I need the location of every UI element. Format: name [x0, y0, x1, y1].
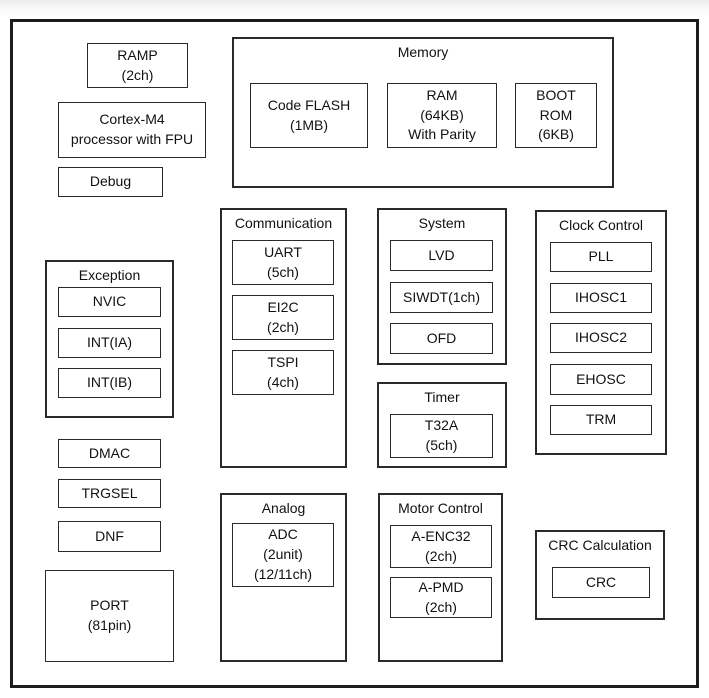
group-system-title: System	[418, 215, 466, 231]
block-ihosc1: IHOSC1	[550, 283, 652, 313]
block-siwdt: SIWDT(1ch)	[390, 282, 493, 313]
block-crc: CRC	[552, 567, 650, 598]
block-port: PORT(81pin)	[45, 570, 174, 662]
block-debug: Debug	[58, 167, 163, 197]
block-ihosc2: IHOSC2	[550, 323, 652, 353]
block-ei2c: EI2C(2ch)	[232, 295, 334, 340]
block-pll: PLL	[550, 242, 652, 272]
block-trm: TRM	[550, 405, 652, 435]
block-ehosc: EHOSC	[550, 364, 652, 395]
chip-outline-frame	[10, 19, 699, 688]
block-int-ia: INT(IA)	[58, 328, 161, 358]
block-trgsel: TRGSEL	[58, 479, 161, 508]
block-dmac: DMAC	[58, 439, 161, 468]
group-analog-title: Analog	[261, 500, 306, 516]
block-ofd: OFD	[390, 323, 493, 354]
group-communication-title: Communication	[234, 215, 333, 231]
group-memory-title: Memory	[397, 44, 449, 60]
block-tspi: TSPI(4ch)	[232, 350, 334, 395]
block-adc: ADC(2unit)(12/11ch)	[232, 523, 334, 587]
group-clock-control-title: Clock Control	[558, 217, 644, 233]
group-crc-calculation-title: CRC Calculation	[548, 537, 652, 553]
block-t32a: T32A(5ch)	[390, 414, 493, 458]
block-lvd: LVD	[390, 240, 493, 271]
block-a-enc32: A-ENC32(2ch)	[390, 525, 492, 568]
group-timer-title: Timer	[424, 389, 460, 405]
block-dnf: DNF	[58, 521, 161, 552]
group-motor-control-title: Motor Control	[398, 500, 483, 516]
block-int-ib: INT(IB)	[58, 368, 161, 398]
block-uart: UART(5ch)	[232, 240, 334, 285]
block-nvic: NVIC	[58, 287, 161, 317]
block-ramp: RAMP(2ch)	[87, 43, 188, 88]
block-ram: RAM(64KB)With Parity	[387, 83, 497, 148]
group-exception-title: Exception	[78, 267, 141, 283]
block-code-flash: Code FLASH(1MB)	[250, 83, 368, 148]
block-a-pmd: A-PMD(2ch)	[390, 577, 492, 618]
